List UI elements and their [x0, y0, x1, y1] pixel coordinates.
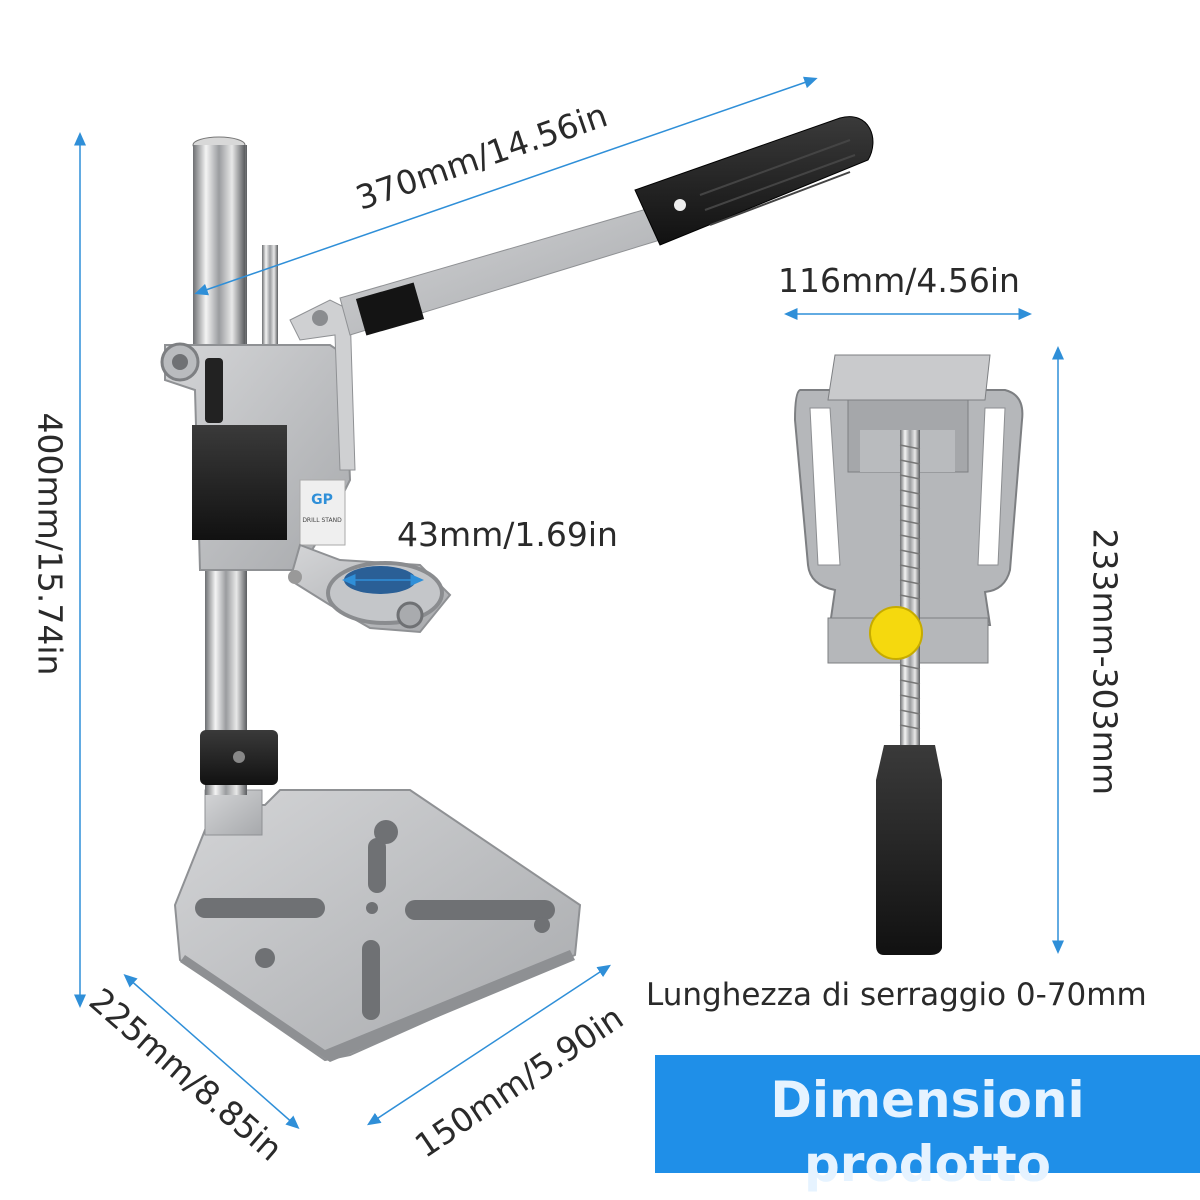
- vise-knob: [869, 606, 923, 660]
- dimension-lines: [74, 76, 1064, 1129]
- dim-line-depth: [123, 974, 300, 1129]
- product-label: [299, 479, 346, 546]
- carriage-rubber-pad: [192, 425, 287, 540]
- collar-diameter-label: 43mm/1.69in: [397, 515, 618, 554]
- vise-length-label: 233mm-303mm: [1085, 528, 1125, 795]
- lever-handle: [634, 116, 874, 246]
- vise-width-label: 116mm/4.56in: [778, 261, 1020, 300]
- clamping-length-label: Lunghezza di serraggio 0-70mm: [646, 977, 1147, 1013]
- banner-title: Dimensioni prodotto: [770, 1071, 1085, 1193]
- dim-line-lever: [194, 76, 818, 296]
- height-label: 400mm/15.74in: [30, 412, 70, 676]
- vise-screw: [900, 430, 920, 750]
- vise-handle: [876, 745, 942, 955]
- label-text: DRILL STAND: [302, 517, 342, 524]
- title-banner: [655, 1055, 1200, 1173]
- dim-line-width: [366, 964, 612, 1126]
- drill-vise-image: [793, 354, 1024, 955]
- label-logo: GP: [311, 492, 333, 508]
- base-slots: [195, 820, 555, 1020]
- drill-stand-image: GP DRILL STAND: [160, 116, 874, 1062]
